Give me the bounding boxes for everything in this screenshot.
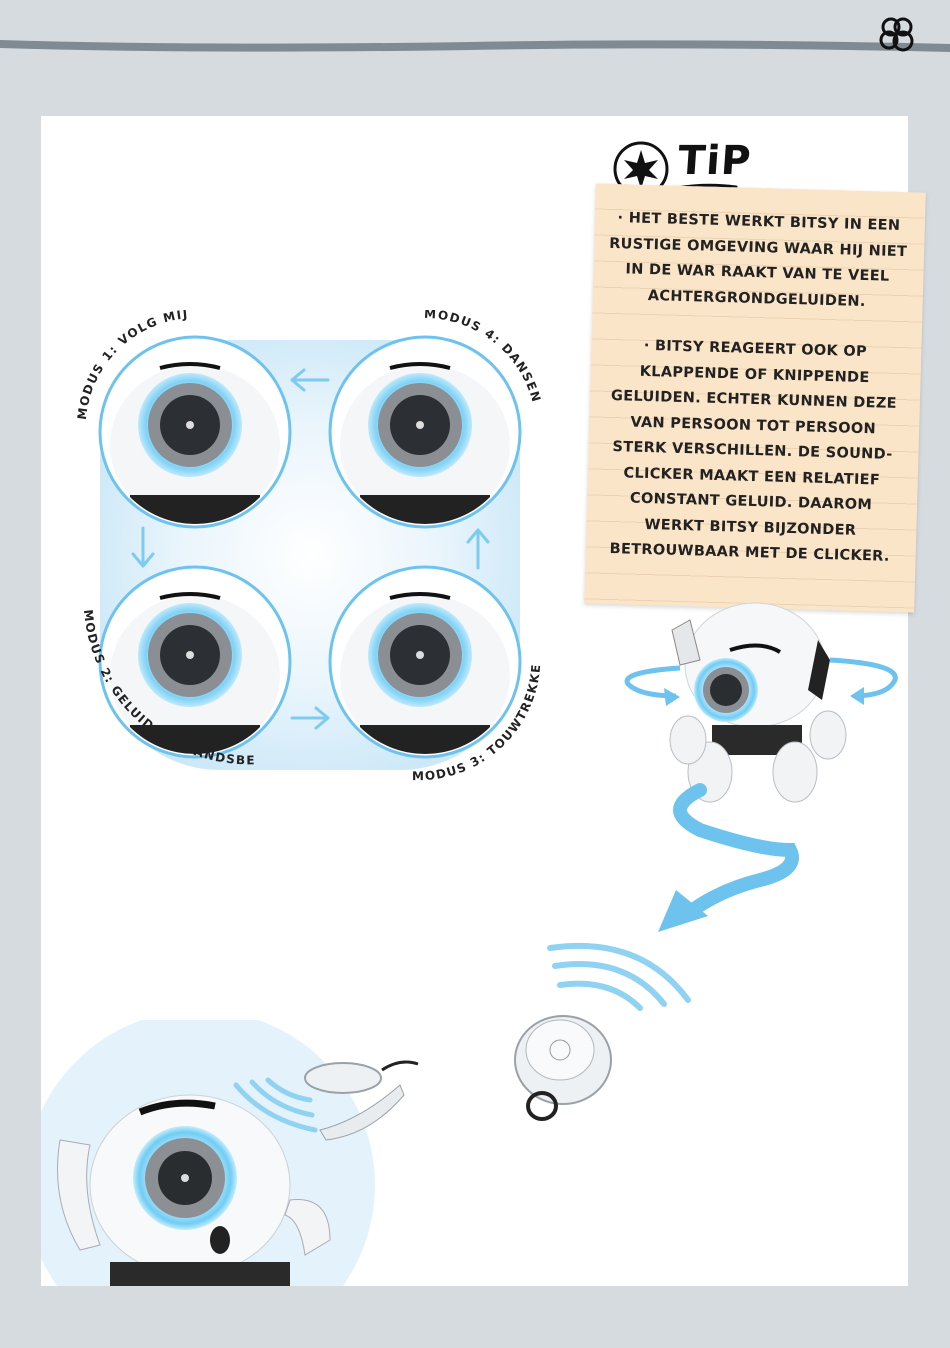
tip-title: TiP bbox=[676, 138, 753, 184]
mode-1-robot-image bbox=[98, 335, 292, 529]
spin-arrow-right-icon bbox=[829, 657, 898, 705]
bitsy-logo-icon bbox=[879, 17, 914, 52]
mode-cycle-diagram: MODUS 1: VOLG MIJ MODUS 4: DANSEN MODUS … bbox=[60, 310, 542, 783]
sound-waves-icon bbox=[547, 942, 691, 1011]
mode-2-robot-image bbox=[98, 565, 292, 759]
arrow-up-icon bbox=[466, 528, 490, 570]
star-icon bbox=[613, 141, 669, 197]
sound-waves-small-icon bbox=[233, 1077, 318, 1133]
arrow-down-icon bbox=[131, 526, 155, 568]
header-bar bbox=[0, 0, 950, 62]
clicker-illustration bbox=[514, 942, 691, 1121]
arrow-right-icon bbox=[290, 706, 330, 730]
spin-arrow-left-icon bbox=[624, 665, 681, 706]
arrow-left-icon bbox=[290, 368, 330, 392]
tip-text: · Het beste werkt Bitsy in een rustige o… bbox=[599, 206, 910, 596]
mode-4-robot-image bbox=[328, 335, 522, 529]
mode-3-robot-image bbox=[328, 565, 522, 759]
spinning-robot-illustration bbox=[624, 602, 898, 932]
swirl-arrow-icon bbox=[658, 783, 799, 932]
tip-paragraph-2: · Bitsy reageert ook op klappende of kni… bbox=[609, 337, 898, 565]
tip-paragraph-1: · Het beste werkt Bitsy in een rustige o… bbox=[608, 210, 908, 310]
tip-note: · Het beste werkt Bitsy in een rustige o… bbox=[584, 183, 926, 613]
robot-with-clicker-illustration bbox=[41, 1020, 419, 1286]
